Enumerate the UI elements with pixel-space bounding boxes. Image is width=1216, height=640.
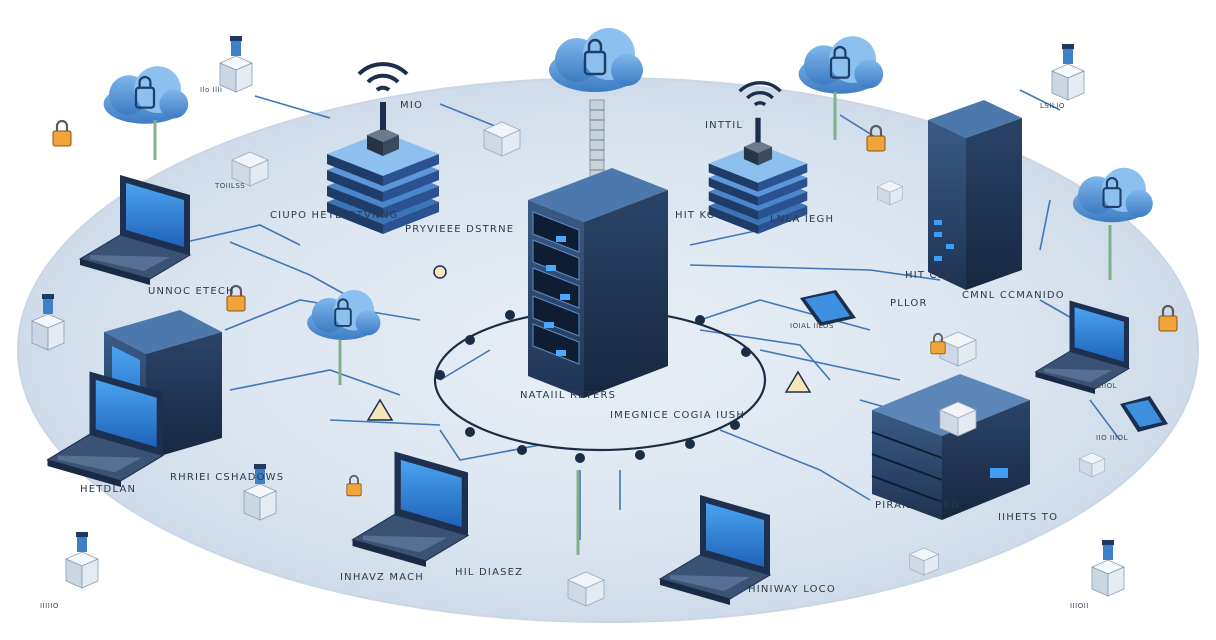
tablet-icon	[800, 290, 856, 326]
small-label: IIIIIO	[40, 602, 59, 610]
hub-label-left: NATAIIL RETERS	[520, 390, 616, 401]
cable-icon	[153, 92, 1112, 555]
label-pallet-left: PIRAILLS IEBD	[875, 500, 960, 511]
small-label: LSILIO	[1040, 102, 1065, 110]
server-block-icon	[871, 374, 1030, 520]
ring-nodes	[435, 310, 751, 463]
small-label: IOIAL IILOS	[790, 322, 834, 330]
server-rack-icon	[528, 168, 668, 398]
cloud-icon	[797, 35, 885, 95]
diagram-labels: NATAIIL RETERS IMEGNICE COGIA IUSH CIUPO…	[40, 86, 1128, 610]
label-router-top: INTTIL	[705, 120, 743, 131]
cloud-icon	[1071, 166, 1154, 224]
label-router-right: CMNL CCMANIDO	[962, 290, 1065, 301]
hub-label-right: IMEGNICE COGIA IUSH	[610, 410, 745, 421]
label-hub-bottom: HIL DIASEZ	[455, 567, 523, 578]
small-label: IIIOII	[1070, 602, 1089, 610]
cloud-icon	[102, 65, 190, 125]
alert-badge-icon	[366, 265, 812, 421]
small-label: IIO IIIOL	[1096, 434, 1128, 442]
label-cloud-network: CIUPO HETLERTVNNG	[270, 210, 398, 221]
label-services-right: IIHETS TO	[998, 512, 1058, 523]
tablet-icon	[1120, 396, 1168, 432]
device-tower-icon	[1051, 43, 1085, 101]
label-hub-secure: HINIWAY LOCO	[748, 584, 836, 595]
small-label: TOIILSS	[214, 182, 245, 190]
label-local-tech: LNLA IEGH	[770, 214, 834, 225]
small-label: Ilo Illi	[200, 86, 222, 94]
label-mesh-left: HETDLAN	[80, 484, 136, 495]
label-wifi-router: MIO	[400, 100, 423, 111]
server-tower-right-icon	[928, 100, 1022, 290]
device-tower-icon	[219, 35, 253, 93]
cloud-icon	[547, 26, 645, 94]
padlock-icon	[51, 119, 73, 148]
device-tower-icon	[65, 531, 99, 589]
label-provider-nodes: PRYVIEEE DSTRNE	[405, 224, 514, 235]
small-label: IILIIOL	[1092, 382, 1117, 390]
device-tower-icon	[1091, 539, 1125, 597]
label-router-shadows: RHRIEI CSHADOWS	[170, 472, 284, 483]
label-node-left: UNNOC ETECH	[148, 286, 235, 297]
wifi-icon	[357, 62, 409, 92]
label-hub-top: HIT KO	[675, 210, 716, 221]
label-laptop-bottom-left: INHAVZ MACH	[340, 572, 424, 583]
label-hit-cer: HIT CER	[905, 270, 953, 281]
label-router-mid: PLLOR	[890, 298, 928, 309]
